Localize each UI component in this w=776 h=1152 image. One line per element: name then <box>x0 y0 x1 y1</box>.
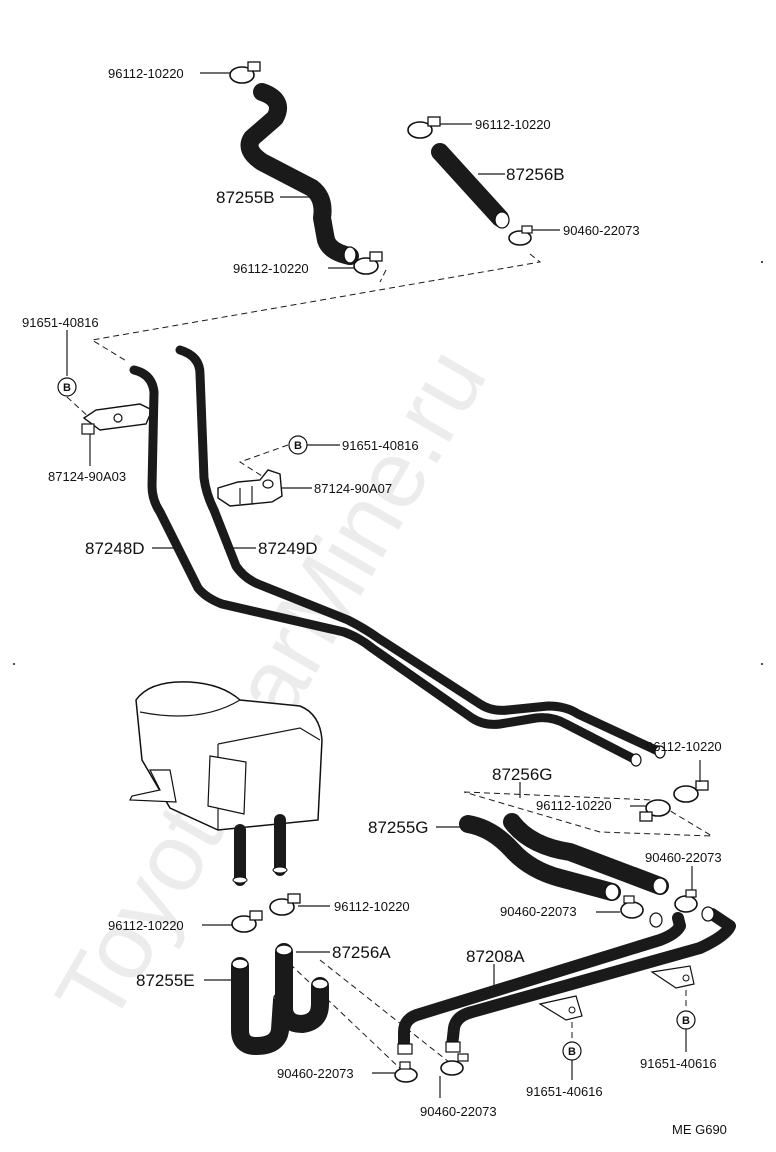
label-bracket-left: 87124-90A03 <box>48 469 126 484</box>
clamp-96112-right-1[interactable] <box>673 780 709 803</box>
pipe-87208a[interactable] <box>397 906 736 1055</box>
label-hose-87255e: 87255E <box>136 971 195 990</box>
label-clamp-90460-top: 90460-22073 <box>563 223 640 238</box>
clamp-90460-top[interactable] <box>508 225 533 246</box>
pipe-87249d[interactable] <box>175 345 666 759</box>
pipe-87248d[interactable] <box>129 365 642 767</box>
clamp-90460-mid[interactable] <box>620 895 644 919</box>
clamp-96112-mid-left[interactable] <box>353 251 383 275</box>
label-clamp-90460-right: 90460-22073 <box>645 850 722 865</box>
marker-b-left: B <box>57 377 77 397</box>
clamp-96112-top-right[interactable] <box>407 116 441 139</box>
label-clamp-90460-bottom-1: 90460-22073 <box>277 1066 354 1081</box>
marker-b-bottom-mid: B <box>562 1041 582 1061</box>
label-hose-87256b: 87256B <box>506 165 565 184</box>
clamp-96112-lower-1[interactable] <box>269 893 301 916</box>
bracket-87124-90a07[interactable] <box>217 469 283 507</box>
label-clamp-right-2: 96112-10220 <box>536 798 612 813</box>
label-hose-87255g: 87255G <box>368 818 429 837</box>
hose-87255b[interactable] <box>240 83 359 265</box>
label-bracket-mid: 87124-90A07 <box>314 481 392 496</box>
label-clamp-lower-2: 96112-10220 <box>108 918 184 933</box>
heater-unit <box>129 681 323 886</box>
watermark: ToyotaCarMine.ru <box>36 331 507 1041</box>
clamp-96112-top-left[interactable] <box>229 61 261 84</box>
marker-b-bottom-right: B <box>676 1010 696 1030</box>
hose-87256g[interactable] <box>503 813 669 895</box>
svg-text:B: B <box>568 1046 576 1058</box>
label-bolt-bottom-right: 91651-40616 <box>640 1056 717 1071</box>
hose-87256b[interactable] <box>431 143 510 229</box>
hose-87255g[interactable] <box>459 815 621 901</box>
label-bolt-bottom-mid: 91651-40616 <box>526 1084 603 1099</box>
svg-text:B: B <box>682 1015 690 1027</box>
label-clamp-lower-1: 96112-10220 <box>334 899 410 914</box>
svg-text:B: B <box>294 440 302 452</box>
label-clamp-right-1: 96112-10220 <box>646 739 722 754</box>
svg-text:B: B <box>63 382 71 394</box>
label-hose-87256a: 87256A <box>332 943 391 962</box>
marker-b-mid: B <box>288 435 308 455</box>
label-clamp-top-right: 96112-10220 <box>475 117 551 132</box>
clamp-90460-bottom-2[interactable] <box>440 1053 469 1076</box>
label-clamp-mid-left: 96112-10220 <box>233 261 309 276</box>
clamp-96112-lower-2[interactable] <box>231 910 263 933</box>
label-pipe-87248d: 87248D <box>85 539 145 558</box>
label-bolt-mid: 91651-40816 <box>342 438 419 453</box>
label-clamp-90460-mid: 90460-22073 <box>500 904 577 919</box>
hose-87256a[interactable] <box>275 943 329 1033</box>
diagram-code: ME G690 <box>672 1122 727 1137</box>
label-clamp-top-left: 96112-10220 <box>108 66 184 81</box>
label-hose-87255b: 87255B <box>216 188 275 207</box>
clamp-90460-bottom-1[interactable] <box>394 1061 418 1083</box>
bracket-87124-90a03[interactable] <box>81 403 153 435</box>
clamp-96112-right-2[interactable] <box>639 799 671 822</box>
label-hose-87256g: 87256G <box>492 765 553 784</box>
label-pipe-87208a: 87208A <box>466 947 525 966</box>
label-pipe-87249d: 87249D <box>258 539 318 558</box>
clamp-90460-right[interactable] <box>674 889 698 913</box>
label-clamp-90460-bottom-2: 90460-22073 <box>420 1104 497 1119</box>
label-bolt-left: 91651-40816 <box>22 315 99 330</box>
